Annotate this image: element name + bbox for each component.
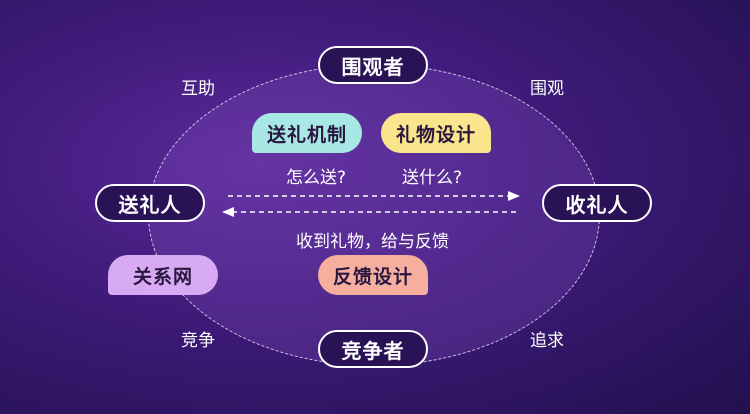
gift-mechanism-label: 送礼机制 bbox=[266, 123, 347, 146]
relationship-network-bubble: 关系网 bbox=[108, 255, 218, 295]
feedback-design-label: 反馈设计 bbox=[332, 265, 413, 288]
caption-feedback: 收到礼物，给与反馈 bbox=[296, 232, 449, 252]
arrow-to-receiver bbox=[228, 191, 520, 201]
gift-design-bubble: 礼物设计 bbox=[381, 113, 491, 153]
receiver-label: 收礼人 bbox=[565, 192, 629, 217]
interaction-ellipse bbox=[148, 64, 600, 366]
receiver-node: 收礼人 bbox=[542, 184, 652, 222]
arrow-to-sender bbox=[222, 207, 520, 217]
competitor-label: 竞争者 bbox=[341, 338, 405, 363]
spectator-label: 围观者 bbox=[341, 54, 405, 79]
caption-how-to-send: 怎么送? bbox=[286, 168, 347, 188]
gift-design-label: 礼物设计 bbox=[395, 123, 476, 146]
feedback-design-bubble: 反馈设计 bbox=[318, 255, 428, 295]
sender-label: 送礼人 bbox=[118, 192, 182, 217]
gift-mechanism-bubble: 送礼机制 bbox=[252, 113, 362, 153]
competitor-node: 竞争者 bbox=[318, 330, 428, 368]
relationship-network-label: 关系网 bbox=[132, 265, 193, 288]
relation-pursue: 追求 bbox=[530, 331, 564, 351]
relation-interact: 互助 bbox=[181, 79, 215, 99]
caption-what-to-send: 送什么? bbox=[402, 168, 463, 188]
relation-watch: 围观 bbox=[530, 79, 564, 99]
sender-node: 送礼人 bbox=[95, 184, 205, 222]
relation-compete: 竞争 bbox=[181, 331, 215, 351]
spectator-node: 围观者 bbox=[318, 46, 428, 84]
